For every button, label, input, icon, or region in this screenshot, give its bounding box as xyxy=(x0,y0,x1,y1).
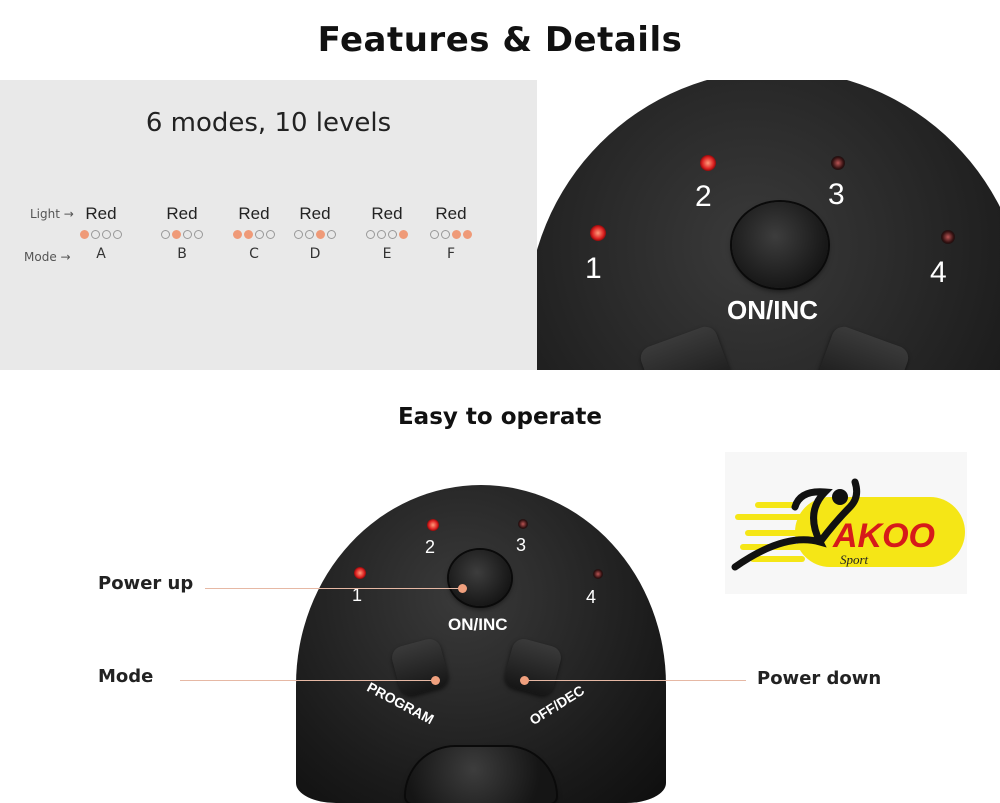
mode-letter: F xyxy=(446,246,456,262)
led-number: 2 xyxy=(695,180,712,213)
led-1 xyxy=(590,225,606,241)
led-number: 3 xyxy=(516,535,527,555)
led-number: 1 xyxy=(585,252,602,285)
indicator-dot xyxy=(377,230,386,239)
led-number: 2 xyxy=(425,537,436,557)
indicator-dot xyxy=(91,230,100,239)
light-label: Light xyxy=(30,207,60,221)
indicator-dot xyxy=(266,230,275,239)
indicator-dots xyxy=(285,230,345,239)
led-3 xyxy=(831,156,845,170)
light-color: Red xyxy=(371,204,403,223)
light-color: Red xyxy=(435,204,467,223)
indicator-dot xyxy=(172,230,181,239)
indicator-dot xyxy=(233,230,242,239)
led-number: 1 xyxy=(352,585,363,605)
device-photo: 1 2 3 4 ON/INC PROGRAM OFF/DEC xyxy=(296,485,666,803)
indicator-dot xyxy=(430,230,439,239)
indicator-dot xyxy=(161,230,170,239)
indicator-dot xyxy=(113,230,122,239)
led-1 xyxy=(354,567,366,579)
led-3 xyxy=(518,519,528,529)
indicator-dot xyxy=(388,230,397,239)
callout-line xyxy=(205,588,463,589)
indicator-dot xyxy=(305,230,314,239)
callout-mode: Mode xyxy=(98,666,154,687)
indicator-dot xyxy=(399,230,408,239)
logo-sub: Sport xyxy=(840,552,869,567)
callout-line xyxy=(180,680,436,681)
callout-dot xyxy=(431,676,440,685)
device-closeup-photo: 1 2 3 4 ON/INC xyxy=(537,80,1000,370)
mode-label: Mode xyxy=(24,250,57,264)
on-inc-label: ON/INC xyxy=(448,615,508,634)
indicator-dot xyxy=(102,230,111,239)
indicator-dots xyxy=(152,230,212,239)
indicator-dot xyxy=(366,230,375,239)
light-color: Red xyxy=(238,204,270,223)
indicator-dot xyxy=(255,230,264,239)
indicator-dot xyxy=(80,230,89,239)
indicator-dot xyxy=(183,230,192,239)
led-number: 4 xyxy=(586,587,597,607)
light-color: Red xyxy=(85,204,117,223)
led-4 xyxy=(941,230,955,244)
bottom-button[interactable] xyxy=(406,747,556,803)
indicator-dot xyxy=(244,230,253,239)
light-color: Red xyxy=(166,204,198,223)
mode-letter: B xyxy=(177,246,187,262)
page-title: Features & Details xyxy=(317,20,683,60)
indicator-dot xyxy=(452,230,461,239)
indicator-dot xyxy=(327,230,336,239)
mode-letter: E xyxy=(382,246,392,262)
indicator-dots xyxy=(224,230,284,239)
on-inc-button[interactable] xyxy=(732,202,828,288)
led-2 xyxy=(700,155,716,171)
indicator-dot xyxy=(463,230,472,239)
indicator-dot xyxy=(294,230,303,239)
mode-letter: D xyxy=(309,246,321,262)
indicator-dot xyxy=(441,230,450,239)
callout-line xyxy=(524,680,746,681)
indicator-dot xyxy=(194,230,203,239)
logo-graphic: AKOO Sport xyxy=(731,478,965,571)
section-title: Easy to operate xyxy=(397,404,603,430)
indicator-dots xyxy=(71,230,131,239)
brand-logo: AKOO Sport xyxy=(725,452,967,594)
on-inc-label: ON/INC xyxy=(727,295,818,325)
mode-letter: C xyxy=(249,246,259,262)
callout-power-down: Power down xyxy=(757,668,882,689)
callout-dot xyxy=(520,676,529,685)
led-number: 4 xyxy=(930,256,947,289)
modes-heading: 6 modes, 10 levels xyxy=(145,108,392,138)
mode-row-label: Mode → xyxy=(24,250,71,264)
indicator-dots xyxy=(421,230,481,239)
modes-panel xyxy=(0,80,537,370)
light-color: Red xyxy=(299,204,331,223)
led-2 xyxy=(427,519,439,531)
led-number: 3 xyxy=(828,178,845,211)
callout-power-up: Power up xyxy=(98,573,194,594)
on-inc-button[interactable] xyxy=(449,550,511,606)
light-row-label: Light → xyxy=(30,207,74,221)
mode-letter: A xyxy=(96,246,106,262)
callout-dot xyxy=(458,584,467,593)
led-4 xyxy=(593,569,603,579)
indicator-dot xyxy=(316,230,325,239)
indicator-dots xyxy=(357,230,417,239)
logo-brand: AKOO xyxy=(832,517,935,555)
